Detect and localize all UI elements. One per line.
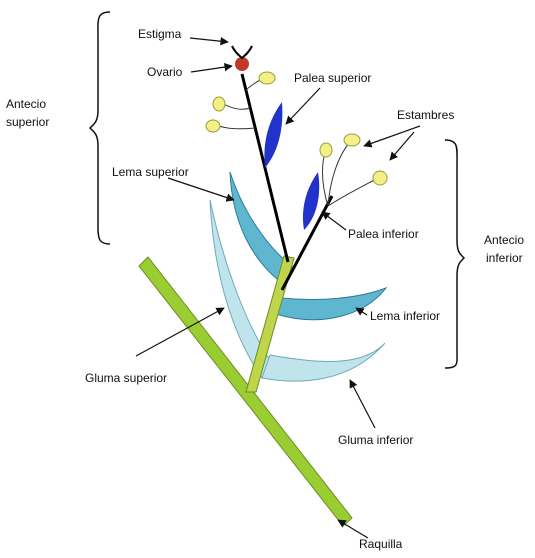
antecio-inferior-brace (445, 140, 464, 368)
label-antecio-inferior-1: Antecio (484, 233, 524, 247)
palea-superior-shape (264, 102, 282, 168)
label-lema-superior: Lema superior (112, 165, 189, 179)
antecio-superior-brace (90, 12, 110, 244)
label-antecio-superior-2: superior (6, 115, 49, 129)
raquilla-shape (139, 257, 352, 526)
label-antecio-inferior-2: inferior (486, 251, 523, 265)
label-raquilla: Raquilla (359, 537, 403, 551)
label-estigma: Estigma (138, 27, 182, 41)
label-gluma-inferior: Gluma inferior (338, 433, 413, 447)
estigma-shape (232, 46, 252, 58)
palea-inferior-shape (303, 172, 319, 230)
label-ovario: Ovario (147, 65, 183, 79)
label-lema-inferior: Lema inferior (370, 309, 440, 323)
label-antecio-superior-1: Antecio (6, 97, 46, 111)
gluma-inferior-shape (262, 343, 385, 381)
label-palea-superior: Palea superior (294, 71, 371, 85)
label-palea-inferior: Palea inferior (348, 227, 419, 241)
label-gluma-superior: Gluma superior (85, 371, 167, 385)
label-estambres: Estambres (397, 108, 454, 122)
